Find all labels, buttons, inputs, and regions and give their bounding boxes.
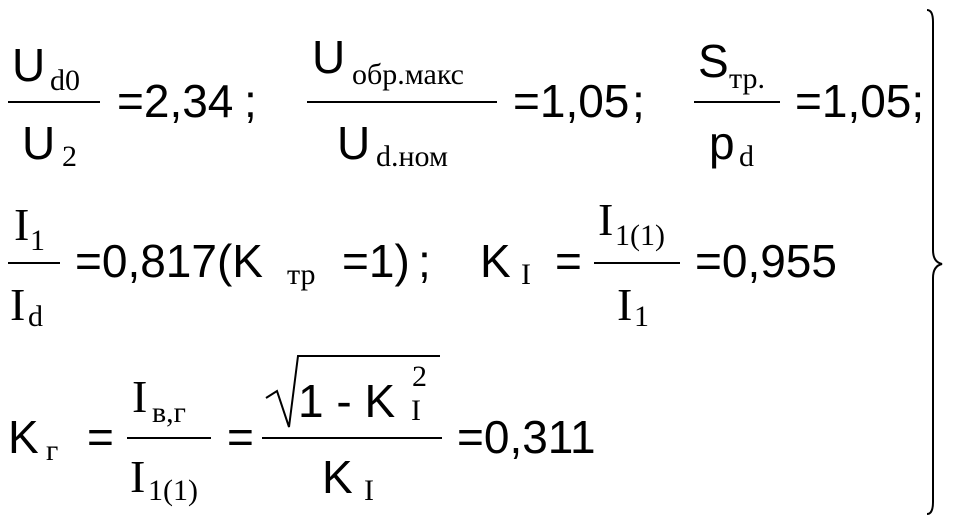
numerator-subscript: 1(1) xyxy=(615,219,665,252)
numerator-symbol: S xyxy=(698,35,729,87)
fraction-bar xyxy=(8,101,100,103)
numerator-subscript: 1 xyxy=(30,224,45,257)
fraction-bar xyxy=(694,101,780,103)
right-brace xyxy=(926,9,943,515)
radicand-subscript: I xyxy=(411,394,421,427)
denominator-symbol: I xyxy=(617,279,633,330)
formula-result: =1,05 xyxy=(513,75,630,127)
equals-sign: = xyxy=(227,411,254,463)
fraction-bar xyxy=(307,101,497,103)
fraction-bar xyxy=(8,262,60,264)
fraction-bar xyxy=(594,262,680,264)
fraction-bar xyxy=(127,437,211,439)
sqrt-sign xyxy=(265,355,440,428)
separator: ; xyxy=(244,75,257,127)
formula-result: =1,05; xyxy=(795,75,925,127)
equals-sign: = xyxy=(87,411,114,463)
numerator-symbol: I xyxy=(14,199,30,250)
denominator-symbol: U xyxy=(22,117,56,169)
numerator-subscript: d0 xyxy=(50,64,80,97)
denominator-subscript: d xyxy=(28,300,43,333)
formula-result-tail: =1) xyxy=(342,235,410,287)
separator: ; xyxy=(632,75,645,127)
fraction-bar xyxy=(262,437,442,439)
formula-result: =0,817(K xyxy=(75,235,263,287)
numerator-subscript: тр. xyxy=(729,62,765,95)
k-subscript: тр xyxy=(287,258,316,291)
denominator-symbol: I xyxy=(130,451,146,502)
denominator-subscript: 2 xyxy=(62,140,77,173)
numerator-subscript: обр.макс xyxy=(352,58,465,91)
denominator-symbol: U xyxy=(337,117,371,169)
numerator-symbol: U xyxy=(312,31,346,83)
denominator-symbol: I xyxy=(10,279,26,330)
denominator-symbol: K xyxy=(322,451,353,503)
numerator-subscript: в,г xyxy=(152,396,186,429)
denominator-subscript: 1 xyxy=(634,300,649,333)
radicand-text: 1 - K xyxy=(298,375,396,427)
lhs-subscript: г xyxy=(46,434,59,467)
numerator-symbol: I xyxy=(598,194,614,245)
radicand-superscript: 2 xyxy=(412,360,427,393)
numerator-symbol: I xyxy=(132,371,148,422)
numerator-symbol: U xyxy=(12,39,46,91)
denominator-subscript: d.ном xyxy=(376,140,448,173)
lhs-symbol: K xyxy=(8,411,39,463)
denominator-subscript: I xyxy=(364,474,374,507)
equals-sign: = xyxy=(555,235,582,287)
formula-result: =2,34 xyxy=(117,75,234,127)
separator: ; xyxy=(418,235,431,287)
denominator-symbol: p xyxy=(709,117,735,169)
lhs-symbol: K xyxy=(480,235,511,287)
denominator-subscript: 1(1) xyxy=(148,474,198,507)
lhs-subscript: I xyxy=(521,258,531,291)
denominator-subscript: d xyxy=(739,140,754,173)
formula-result: =0,955 xyxy=(695,235,837,287)
formula-result: =0,311 xyxy=(457,411,596,463)
